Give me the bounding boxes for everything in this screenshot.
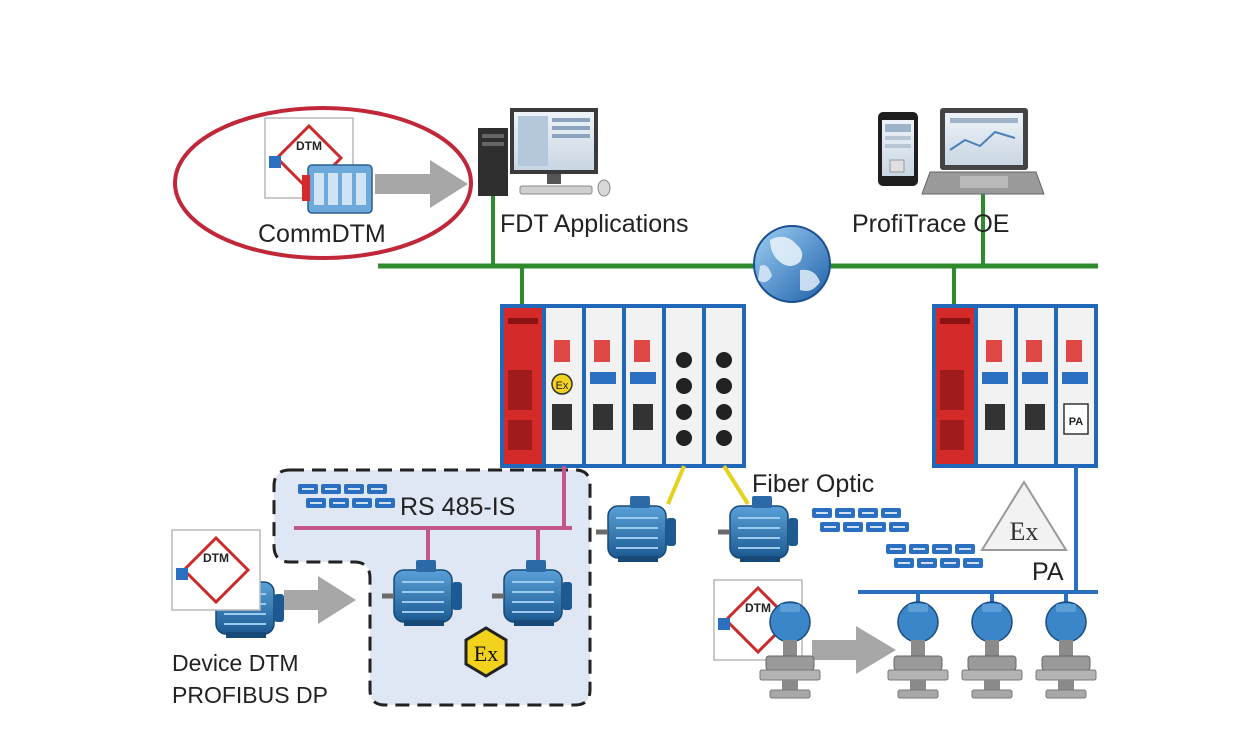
device-dtm-arrow xyxy=(284,576,356,624)
module-ex-glyph: Ex xyxy=(556,380,569,392)
module-pa-glyph: PA xyxy=(1069,416,1084,428)
commdtm-highlight xyxy=(173,106,473,260)
profitrace-label: ProfiTrace OE xyxy=(852,210,1010,238)
fiber-link-2 xyxy=(722,464,750,506)
commdtm-device-icon xyxy=(302,164,373,214)
pressure-transmitter-icon xyxy=(961,601,1023,699)
profibus-dp-label: PROFIBUS DP xyxy=(172,682,328,708)
drive-motor-icon xyxy=(596,496,676,562)
pressure-transmitter-icon xyxy=(887,601,949,699)
fiber-link-1 xyxy=(666,465,686,505)
desktop-computer-icon xyxy=(478,108,611,197)
device-dtm-badge-text: DTM xyxy=(203,551,229,565)
gateway-rack-right: PA xyxy=(932,304,1098,468)
commdtm-arrow xyxy=(375,160,468,208)
ex-hazard-icon: Ex xyxy=(464,626,508,678)
tablet-icon xyxy=(878,112,918,186)
pressure-transmitter-icon xyxy=(1035,601,1097,699)
rs485-label: RS 485-IS xyxy=(400,493,516,521)
profibus-connector-icon xyxy=(811,507,910,533)
pa-ex-glyph: Ex xyxy=(1010,517,1039,546)
pa-label: PA xyxy=(1032,558,1064,586)
drive-motor-icon xyxy=(718,496,798,562)
pa-dtm-badge-text: DTM xyxy=(745,601,771,615)
fiber-optic-label: Fiber Optic xyxy=(752,470,875,498)
profibus-connector-icon xyxy=(885,543,984,569)
commdtm-badge-text: DTM xyxy=(296,139,322,153)
commdtm-label: CommDTM xyxy=(258,220,386,248)
device-dtm-badge-icon xyxy=(170,528,262,612)
gateway-rack-left: Ex xyxy=(500,304,746,468)
pa-dtm-arrow xyxy=(812,626,896,674)
ex-hazard-icon: Ex xyxy=(980,480,1068,551)
laptop-icon xyxy=(921,108,1045,195)
zone-ex-glyph: Ex xyxy=(474,641,498,666)
device-dtm-label: Device DTM xyxy=(172,650,299,676)
globe-icon xyxy=(753,225,831,303)
fdt-applications-label: FDT Applications xyxy=(500,210,689,238)
